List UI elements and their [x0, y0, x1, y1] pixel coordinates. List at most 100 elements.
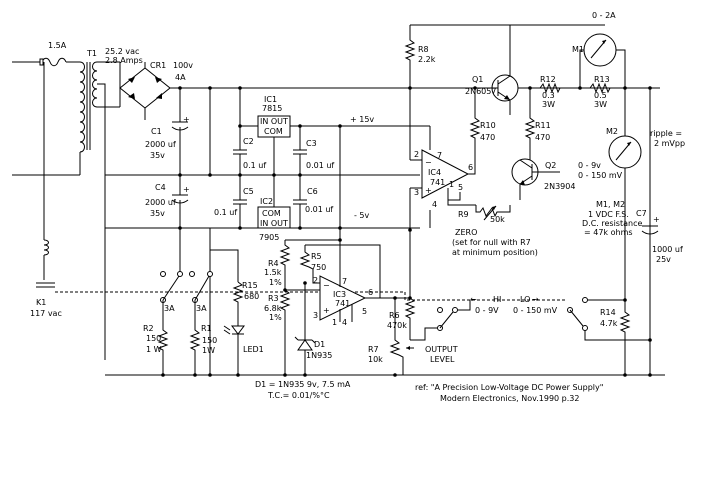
ic2-pins: IN OUT	[260, 219, 288, 228]
c7-voltage: 25v	[656, 255, 671, 264]
cr1-voltage: 100v	[173, 61, 193, 70]
ic3-pin3: 3	[313, 311, 318, 320]
ic2-com: COM	[262, 209, 281, 218]
transistor-q1	[475, 25, 519, 115]
c2-value: 0.1 uf	[243, 161, 266, 170]
r1-value: 150	[202, 336, 217, 345]
hi-range: 0 - 9V	[475, 306, 499, 315]
capacitor-c5	[233, 175, 247, 228]
r6-label: R6	[389, 311, 400, 320]
resistor-r15	[232, 281, 244, 326]
r3-value: 6.8k	[264, 304, 282, 313]
r13-label: R13	[594, 75, 610, 84]
ic1-label: IC1	[264, 95, 277, 104]
r2-label: R2	[143, 324, 154, 333]
fuse-label: 1.5A	[48, 41, 67, 50]
r5-label: R5	[311, 252, 322, 261]
regulator-ic2	[257, 175, 340, 229]
r5-value: 750	[311, 263, 326, 272]
zener-d1	[294, 283, 316, 375]
lo-arrow: →	[532, 295, 539, 304]
reference-line-2: Modern Electronics, Nov.1990 p.32	[440, 394, 579, 403]
ic1-com: COM	[264, 127, 283, 136]
ic4-pin6: 6	[468, 163, 473, 172]
c1-label: C1	[151, 127, 162, 136]
r2-value: 150	[146, 334, 161, 343]
ic3-label: IC3	[333, 290, 346, 299]
switch-left-rating: 3A	[164, 304, 175, 313]
ic2-label: IC2	[260, 197, 273, 206]
r14-value: 4.7k	[600, 319, 618, 328]
cr1-current: 4A	[175, 73, 186, 82]
ic3-pin1: 1	[332, 318, 337, 327]
led1-label: LED1	[243, 345, 264, 354]
r14-label: R14	[600, 308, 616, 317]
r11-label: R11	[535, 121, 551, 130]
lo-label: LO	[520, 295, 530, 304]
c4-value: 2000 uf	[145, 198, 176, 207]
r10-label: R10	[480, 121, 496, 130]
capacitor-c2	[233, 126, 247, 175]
c1-voltage: 35v	[150, 151, 165, 160]
m2-label: M2	[606, 127, 618, 136]
r13-power: 3W	[594, 100, 607, 109]
wire-led	[210, 249, 239, 282]
r12-label: R12	[540, 75, 556, 84]
r8-value: 2.2k	[418, 55, 436, 64]
r2-power: 1 W	[146, 345, 162, 354]
capacitor-c1	[171, 88, 189, 175]
d1-note-1: D1 = 1N935 9v, 7.5 mA	[255, 380, 351, 389]
q2-part: 2N3904	[544, 182, 575, 191]
opamp-ic3	[319, 268, 410, 322]
ic3-plus: +	[323, 306, 330, 315]
switch-3a-right	[189, 250, 213, 322]
ic1-part: 7815	[262, 104, 282, 113]
r4-tol: 1%	[269, 278, 282, 287]
resistor-r12	[520, 82, 580, 94]
r12-value: 0.3	[542, 91, 555, 100]
ic1-pins: IN OUT	[260, 117, 288, 126]
ripple-line1: ripple =	[650, 129, 682, 138]
r15-value: 680	[244, 292, 259, 301]
r6-value: 470k	[387, 321, 407, 330]
c1-plus: +	[183, 115, 190, 124]
ic3-minus: −	[323, 281, 330, 290]
capacitor-c4	[171, 175, 189, 228]
m2-range-hi: 0 - 9v	[578, 161, 601, 170]
r3-tol: 1%	[269, 313, 282, 322]
opamp-ic4	[421, 149, 476, 206]
c6-value: 0.01 uf	[305, 205, 333, 214]
ic4-part: 741	[430, 178, 445, 187]
r1-label: R1	[201, 324, 212, 333]
ic3-pin5: 5	[362, 307, 367, 316]
mains-input	[12, 57, 80, 280]
c4-label: C4	[155, 183, 166, 192]
led1	[223, 325, 245, 375]
d1-note-2: T.C.= 0.01/%°C	[267, 391, 330, 400]
d1-part: 1N935	[306, 351, 332, 360]
meter-m2	[608, 88, 642, 300]
r7-value: 10k	[368, 355, 383, 364]
q1-label: Q1	[472, 75, 483, 84]
r8-label: R8	[418, 45, 429, 54]
r4-value: 1.5k	[264, 268, 282, 277]
resistor-r4	[279, 239, 340, 290]
resistor-r5	[299, 245, 320, 284]
resistor-r14	[619, 300, 631, 375]
q1-part: 2N6057	[465, 87, 496, 96]
output-level-label-1: OUTPUT	[425, 345, 458, 354]
resistor-r6	[404, 230, 416, 340]
switch-3a-left	[160, 228, 183, 322]
capacitor-c3	[293, 126, 307, 175]
relay-k1	[36, 239, 55, 288]
ic4-plus: +	[425, 186, 432, 195]
output-level-switch	[410, 300, 471, 341]
zero-note-1: (set for null with R7	[452, 238, 531, 247]
t1-sec-voltage: 25.2 vac	[105, 47, 139, 56]
rail-pos-label: + 15v	[350, 115, 374, 124]
resistor-r13	[580, 82, 625, 94]
c6-label: C6	[307, 187, 318, 196]
ic4-pin7: 7	[437, 151, 442, 160]
switch-right-rating: 3A	[196, 304, 207, 313]
